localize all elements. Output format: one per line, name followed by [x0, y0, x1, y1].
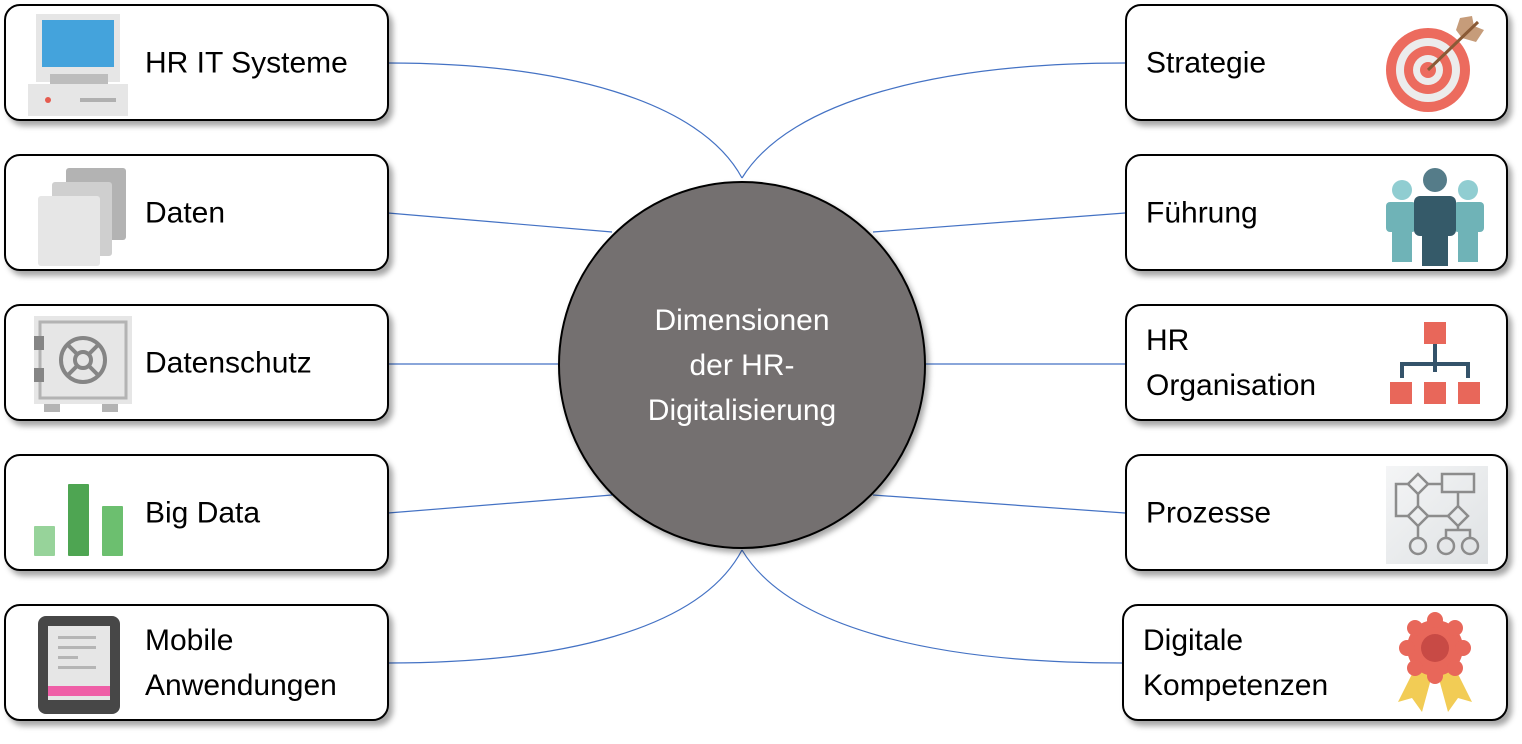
- connector-hr-it-systeme: [387, 62, 743, 179]
- node-label: Strategie: [1146, 46, 1267, 79]
- connector-big-data: [387, 494, 613, 514]
- node-label: Führung: [1146, 196, 1258, 229]
- central-hub[interactable]: Dimensionen der HR- Digitalisierung: [558, 181, 926, 549]
- node-label: Digitale Kompetenzen: [1143, 623, 1329, 702]
- target-icon: [1386, 16, 1484, 112]
- connector-prozesse: [872, 494, 1126, 514]
- node-digitale-kompetenzen[interactable]: Digitale Kompetenzen: [1122, 604, 1508, 721]
- connector-fuehrung: [872, 212, 1126, 233]
- connector-strategie: [741, 62, 1126, 179]
- award-ribbon-icon: [1398, 612, 1472, 712]
- documents-icon: [38, 168, 126, 266]
- org-chart-icon: [1390, 322, 1480, 404]
- node-strategie[interactable]: Strategie: [1125, 4, 1508, 121]
- node-label: Mobile Anwendungen: [145, 623, 337, 702]
- node-hr-organisation[interactable]: HR Organisation: [1125, 304, 1508, 421]
- node-label: Daten: [145, 196, 226, 229]
- flowchart-icon: [1386, 466, 1488, 564]
- hub-label: Dimensionen der HR- Digitalisierung: [647, 303, 837, 427]
- node-big-data[interactable]: Big Data: [4, 454, 389, 571]
- connector-daten: [387, 212, 613, 233]
- node-hr-it-systeme[interactable]: HR IT Systeme: [4, 4, 389, 121]
- node-label: Datenschutz: [145, 346, 312, 379]
- bar-chart-icon: [34, 484, 123, 556]
- node-label: Big Data: [145, 496, 261, 529]
- node-label: Prozesse: [1146, 496, 1272, 529]
- node-datenschutz[interactable]: Datenschutz: [4, 304, 389, 421]
- team-icon: [1386, 168, 1484, 266]
- node-daten[interactable]: Daten: [4, 154, 389, 271]
- node-mobile-anwendungen[interactable]: Mobile Anwendungen: [4, 604, 389, 721]
- node-label: HR Organisation: [1146, 323, 1317, 402]
- node-fuehrung[interactable]: Führung: [1125, 154, 1508, 271]
- tablet-icon: [38, 616, 120, 714]
- connector-digitale-kompetenzen: [741, 549, 1123, 664]
- connector-mobile-anwendungen: [387, 549, 743, 664]
- safe-icon: [34, 316, 132, 412]
- node-prozesse[interactable]: Prozesse: [1125, 454, 1508, 571]
- computer-icon: [28, 14, 128, 116]
- node-label: HR IT Systeme: [145, 46, 348, 79]
